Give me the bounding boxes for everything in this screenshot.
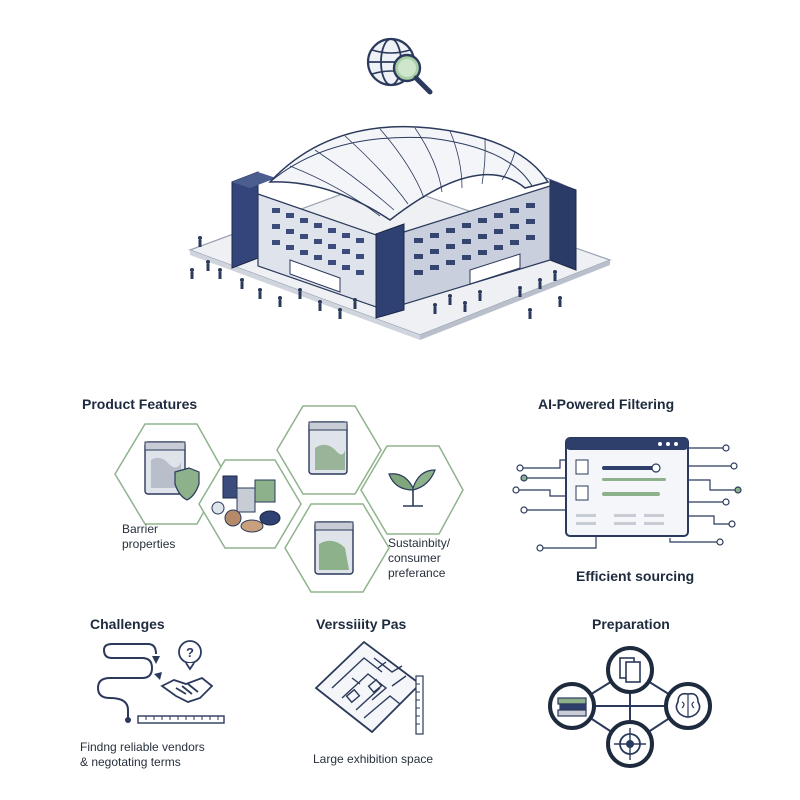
exhibition-hall-illustration <box>188 125 612 340</box>
versatility-caption: Large exhibition space <box>313 752 434 766</box>
target-icon <box>606 720 654 768</box>
books-icon <box>548 682 596 730</box>
floor-plan-icon <box>314 640 424 735</box>
brain-icon <box>664 682 712 730</box>
globe-search-icon <box>366 37 433 95</box>
sustain-line-3: preferance <box>388 566 446 580</box>
green-bag-hex <box>284 503 390 593</box>
challenges-illustration: ? <box>96 640 225 724</box>
efficient-sourcing-caption: Efficient sourcing <box>576 568 695 584</box>
question-bubble-icon: ? <box>178 640 202 671</box>
packages-hex <box>198 459 302 549</box>
sustain-line-1: Sustainbity/ <box>388 536 451 550</box>
challenges-heading: Challenges <box>90 616 165 632</box>
svg-text:?: ? <box>186 645 194 660</box>
barrier-label: Barrier properties <box>122 522 175 552</box>
versatility-heading: Verssiiity Pas <box>316 616 407 632</box>
ai-filtering-window-icon <box>512 437 742 552</box>
ai-filtering-heading: AI-Powered Filtering <box>538 396 675 412</box>
preparation-heading: Preparation <box>592 616 670 632</box>
barrier-line-2: properties <box>122 537 176 551</box>
preparation-hub-icon <box>548 646 712 768</box>
product-features-hex-cluster <box>114 405 464 593</box>
bag-hex <box>276 405 382 495</box>
leaf-hex <box>360 445 464 535</box>
challenges-line-1: Findng reliable vendors <box>80 740 205 754</box>
product-features-heading: Product Features <box>82 396 198 412</box>
challenges-caption: Findng reliable vendors & negotating ter… <box>80 740 205 770</box>
documents-icon <box>606 646 654 694</box>
barrier-line-1: Barrier <box>122 522 159 536</box>
handshake-icon <box>160 676 214 703</box>
sustainability-label: Sustainbity/ consumer preferance <box>388 536 450 581</box>
sustain-line-2: consumer <box>388 551 441 565</box>
challenges-line-2: & negotating terms <box>80 755 181 769</box>
